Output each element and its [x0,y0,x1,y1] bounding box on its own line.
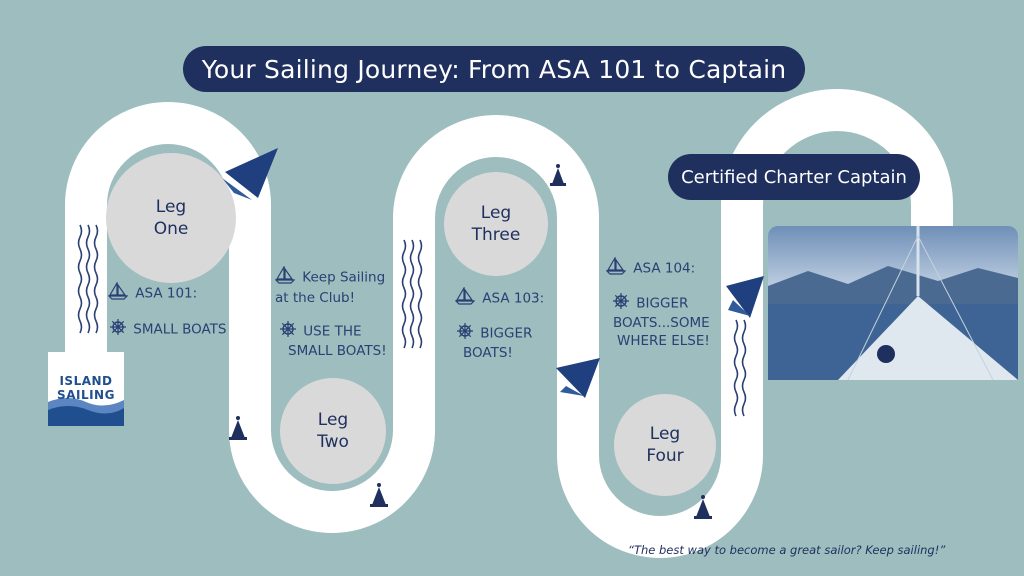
leg-label: Leg [480,203,512,223]
logo-line1: ISLAND [59,374,113,388]
leg-name: Two [317,432,349,452]
sailboat-icon [274,264,296,289]
leg-label: Leg [317,410,349,430]
buoy-icon [550,164,566,186]
sailboat-icon [107,280,129,305]
step-text-line1: BIGGER [636,295,689,312]
step-asa-104: ASA 104: [605,255,696,280]
step-text-line1: Keep Sailing [302,269,386,286]
step-bigger-boats-elsewhere: BIGGER BOATS...SOME WHERE ELSE! [613,293,710,350]
leg-three-circle: Leg Three [444,172,548,276]
leg-label: Leg [155,197,187,217]
step-text-line2: BOATS...SOME [613,315,710,331]
sail-graphic-icon [726,276,764,318]
buoy-icon [370,483,388,507]
step-use-small-boats: USE THE SMALL BOATS! [280,321,387,360]
step-boats: SMALL BOATS [110,319,227,340]
ship-wheel-icon [613,293,629,314]
leg-two-circle: Leg Two [280,378,386,484]
leg-name: One [153,219,189,239]
sailboat-icon [605,255,627,280]
logo-line2: SAILING [57,388,115,402]
leg-one-circle: Leg One [106,153,236,283]
page-title: Your Sailing Journey: From ASA 101 to Ca… [183,46,805,92]
sailing-photo [768,226,1018,381]
step-text-line3: WHERE ELSE! [617,333,710,349]
sail-graphic-icon [556,358,600,398]
step-text-line1: USE THE [303,323,362,340]
wave-icon [401,239,423,349]
wave-icon [77,224,99,334]
ship-wheel-icon [110,319,126,340]
captain-label: Certified Charter Captain [668,154,920,200]
step-course: ASA 103: [482,290,545,307]
island-sailing-logo: ISLAND SAILING [48,352,124,426]
leg-name: Three [471,225,521,245]
buoy-icon [694,495,712,519]
step-text-line2: BOATS! [463,345,513,361]
quote-text: “The best way to become a great sailor? … [628,543,946,557]
step-course: ASA 101: [135,285,198,302]
step-text-line1: BIGGER [480,325,533,342]
step-bigger-boats: BIGGER BOATS! [457,323,532,362]
sailboat-icon [454,285,476,310]
ship-wheel-icon [280,321,296,342]
leg-name: Four [646,446,684,466]
step-asa-103: ASA 103: [454,285,545,310]
step-asa-101: ASA 101: [107,280,198,305]
step-text-line2: SMALL BOATS! [288,343,387,359]
sail-graphic-icon [222,148,278,200]
step-course: ASA 104: [633,260,696,277]
step-text-line2: at the Club! [275,290,356,306]
ship-wheel-icon [457,323,473,344]
step-keep-sailing: Keep Sailing at the Club! [274,264,386,307]
wave-icon [733,319,747,417]
leg-four-circle: Leg Four [614,394,716,496]
buoy-icon [229,416,247,440]
step-boats-text: SMALL BOATS [133,321,227,338]
leg-label: Leg [649,424,681,444]
